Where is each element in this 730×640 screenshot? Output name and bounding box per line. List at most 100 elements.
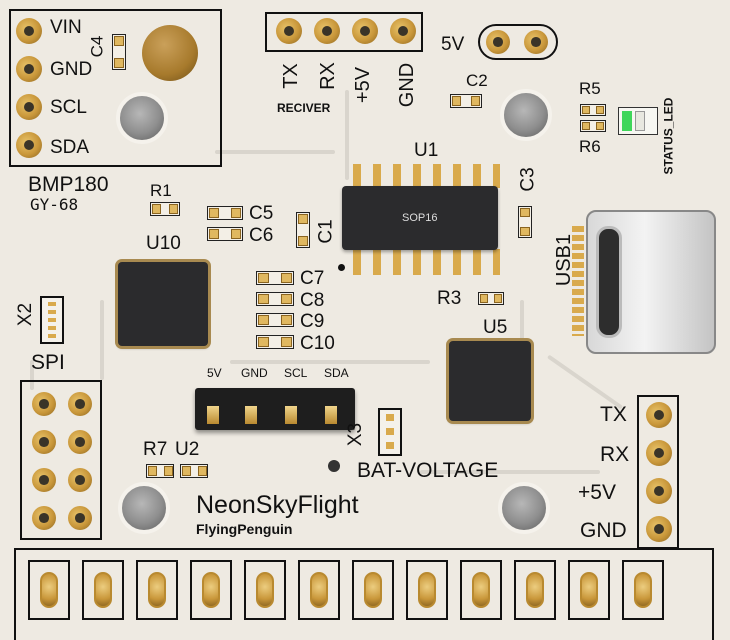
power-jumper-label: 5V (441, 34, 465, 55)
receiver-tx-label: TX (279, 63, 302, 89)
u1-chip: SOP16 (342, 186, 498, 250)
bmp-vin-pad (16, 18, 42, 44)
right-5v-pad (646, 478, 672, 504)
board-author: FlyingPenguin (196, 521, 293, 537)
header-pin-1 (32, 392, 56, 416)
r7-resistor (146, 464, 174, 478)
r3-label: R3 (437, 288, 462, 309)
x3-label: X3 (345, 422, 367, 447)
bottom-solder-pad (136, 560, 178, 620)
i2c-pin-sda-label: SDA (324, 366, 349, 380)
bmp-pin-sda-label: SDA (50, 137, 90, 158)
right-rx-pad (646, 440, 672, 466)
bottom-solder-pad (28, 560, 70, 620)
bmp-pin-vin-label: VIN (50, 17, 82, 38)
header-pin-2 (68, 392, 92, 416)
i2c-pin-scl-label: SCL (284, 366, 308, 380)
i2c-right-angle-header (195, 388, 355, 430)
board-title: NeonSkyFlight (196, 491, 359, 519)
r5-label: R5 (579, 79, 601, 98)
c10-capacitor (256, 335, 294, 349)
c3-capacitor (518, 206, 532, 238)
mounting-hole-bottom-left (118, 482, 170, 534)
right-gnd-label: GND (580, 519, 627, 542)
right-gnd-pad (646, 516, 672, 542)
bmp-pin-gnd-label: GND (50, 59, 93, 80)
right-rx-label: RX (600, 443, 630, 466)
c6-capacitor (207, 227, 243, 241)
receiver-label: RECIVER (277, 101, 331, 115)
bottom-solder-pad (298, 560, 340, 620)
c2-capacitor (450, 94, 482, 108)
c8-label: C8 (300, 290, 325, 311)
r1-label: R1 (150, 181, 172, 200)
bottom-solder-pad (190, 560, 232, 620)
c1-capacitor (296, 212, 310, 248)
bottom-solder-pad (568, 560, 610, 620)
c7-label: C7 (300, 268, 325, 289)
spi-label: SPI (31, 351, 65, 374)
c10-label: C10 (300, 333, 335, 354)
c4-label: C4 (87, 35, 107, 58)
bmp-sda-pad (16, 132, 42, 158)
r6-label: R6 (579, 137, 601, 156)
u1-pins-top (344, 164, 500, 188)
c5-capacitor (207, 206, 243, 220)
receiver-5v-pad (352, 18, 378, 44)
header-2x4-outline (20, 380, 102, 540)
receiver-5v-label: +5V (352, 66, 375, 104)
bmp-gnd-pad (16, 56, 42, 82)
r5-resistor (580, 104, 606, 116)
mounting-hole-bottom-right (498, 482, 550, 534)
c8-capacitor (256, 292, 294, 306)
status-led-label: STATUS_LED (661, 97, 676, 175)
bottom-solder-pad (514, 560, 556, 620)
usb-c-connector (586, 210, 716, 354)
c4-capacitor (112, 34, 126, 70)
x2-label: X2 (15, 302, 37, 327)
u10-label: U10 (146, 233, 181, 254)
u10-chip (118, 262, 208, 346)
u2-component (180, 464, 208, 478)
bmp180-sensor-pad (142, 25, 198, 81)
right-tx-pad (646, 402, 672, 428)
usb-c-pins (572, 226, 584, 336)
mounting-hole-top-right (500, 89, 552, 141)
header-pin-5 (32, 468, 56, 492)
receiver-gnd-pad (390, 18, 416, 44)
header-pin-7 (32, 506, 56, 530)
c9-capacitor (256, 313, 294, 327)
battery-label: BAT-VOLTAGE (357, 459, 499, 482)
mounting-hole-top-left (116, 92, 168, 144)
u1-pin1-dot (338, 264, 345, 271)
spi-connector (40, 296, 64, 344)
receiver-gnd-label: GND (396, 62, 419, 108)
header-pin-8 (68, 506, 92, 530)
receiver-header-outline (265, 12, 423, 52)
bmp180-module-outline (9, 9, 222, 167)
receiver-rx-pad (314, 18, 340, 44)
bottom-solder-pad (82, 560, 124, 620)
status-led (618, 107, 658, 135)
bottom-solder-pad (244, 560, 286, 620)
c6-label: C6 (249, 225, 274, 246)
bmp-scl-pad (16, 94, 42, 120)
bottom-solder-pad (460, 560, 502, 620)
i2c-pin-5v-label: 5V (207, 366, 222, 380)
r1-resistor (150, 202, 180, 216)
bottom-pad-row-outline (14, 548, 714, 640)
battery-connector (378, 408, 402, 456)
right-5v-label: +5V (578, 481, 616, 504)
receiver-rx-label: RX (316, 62, 339, 90)
u1-label: U1 (414, 140, 439, 161)
bottom-solder-pad (622, 560, 664, 620)
r7-label: R7 (143, 439, 168, 460)
u5-label: U5 (483, 317, 508, 338)
c3-label: C3 (517, 167, 539, 192)
c2-label: C2 (466, 71, 488, 90)
u2-label: U2 (175, 439, 200, 460)
header-pin-4 (68, 430, 92, 454)
header-pin-3 (32, 430, 56, 454)
c7-capacitor (256, 271, 294, 285)
